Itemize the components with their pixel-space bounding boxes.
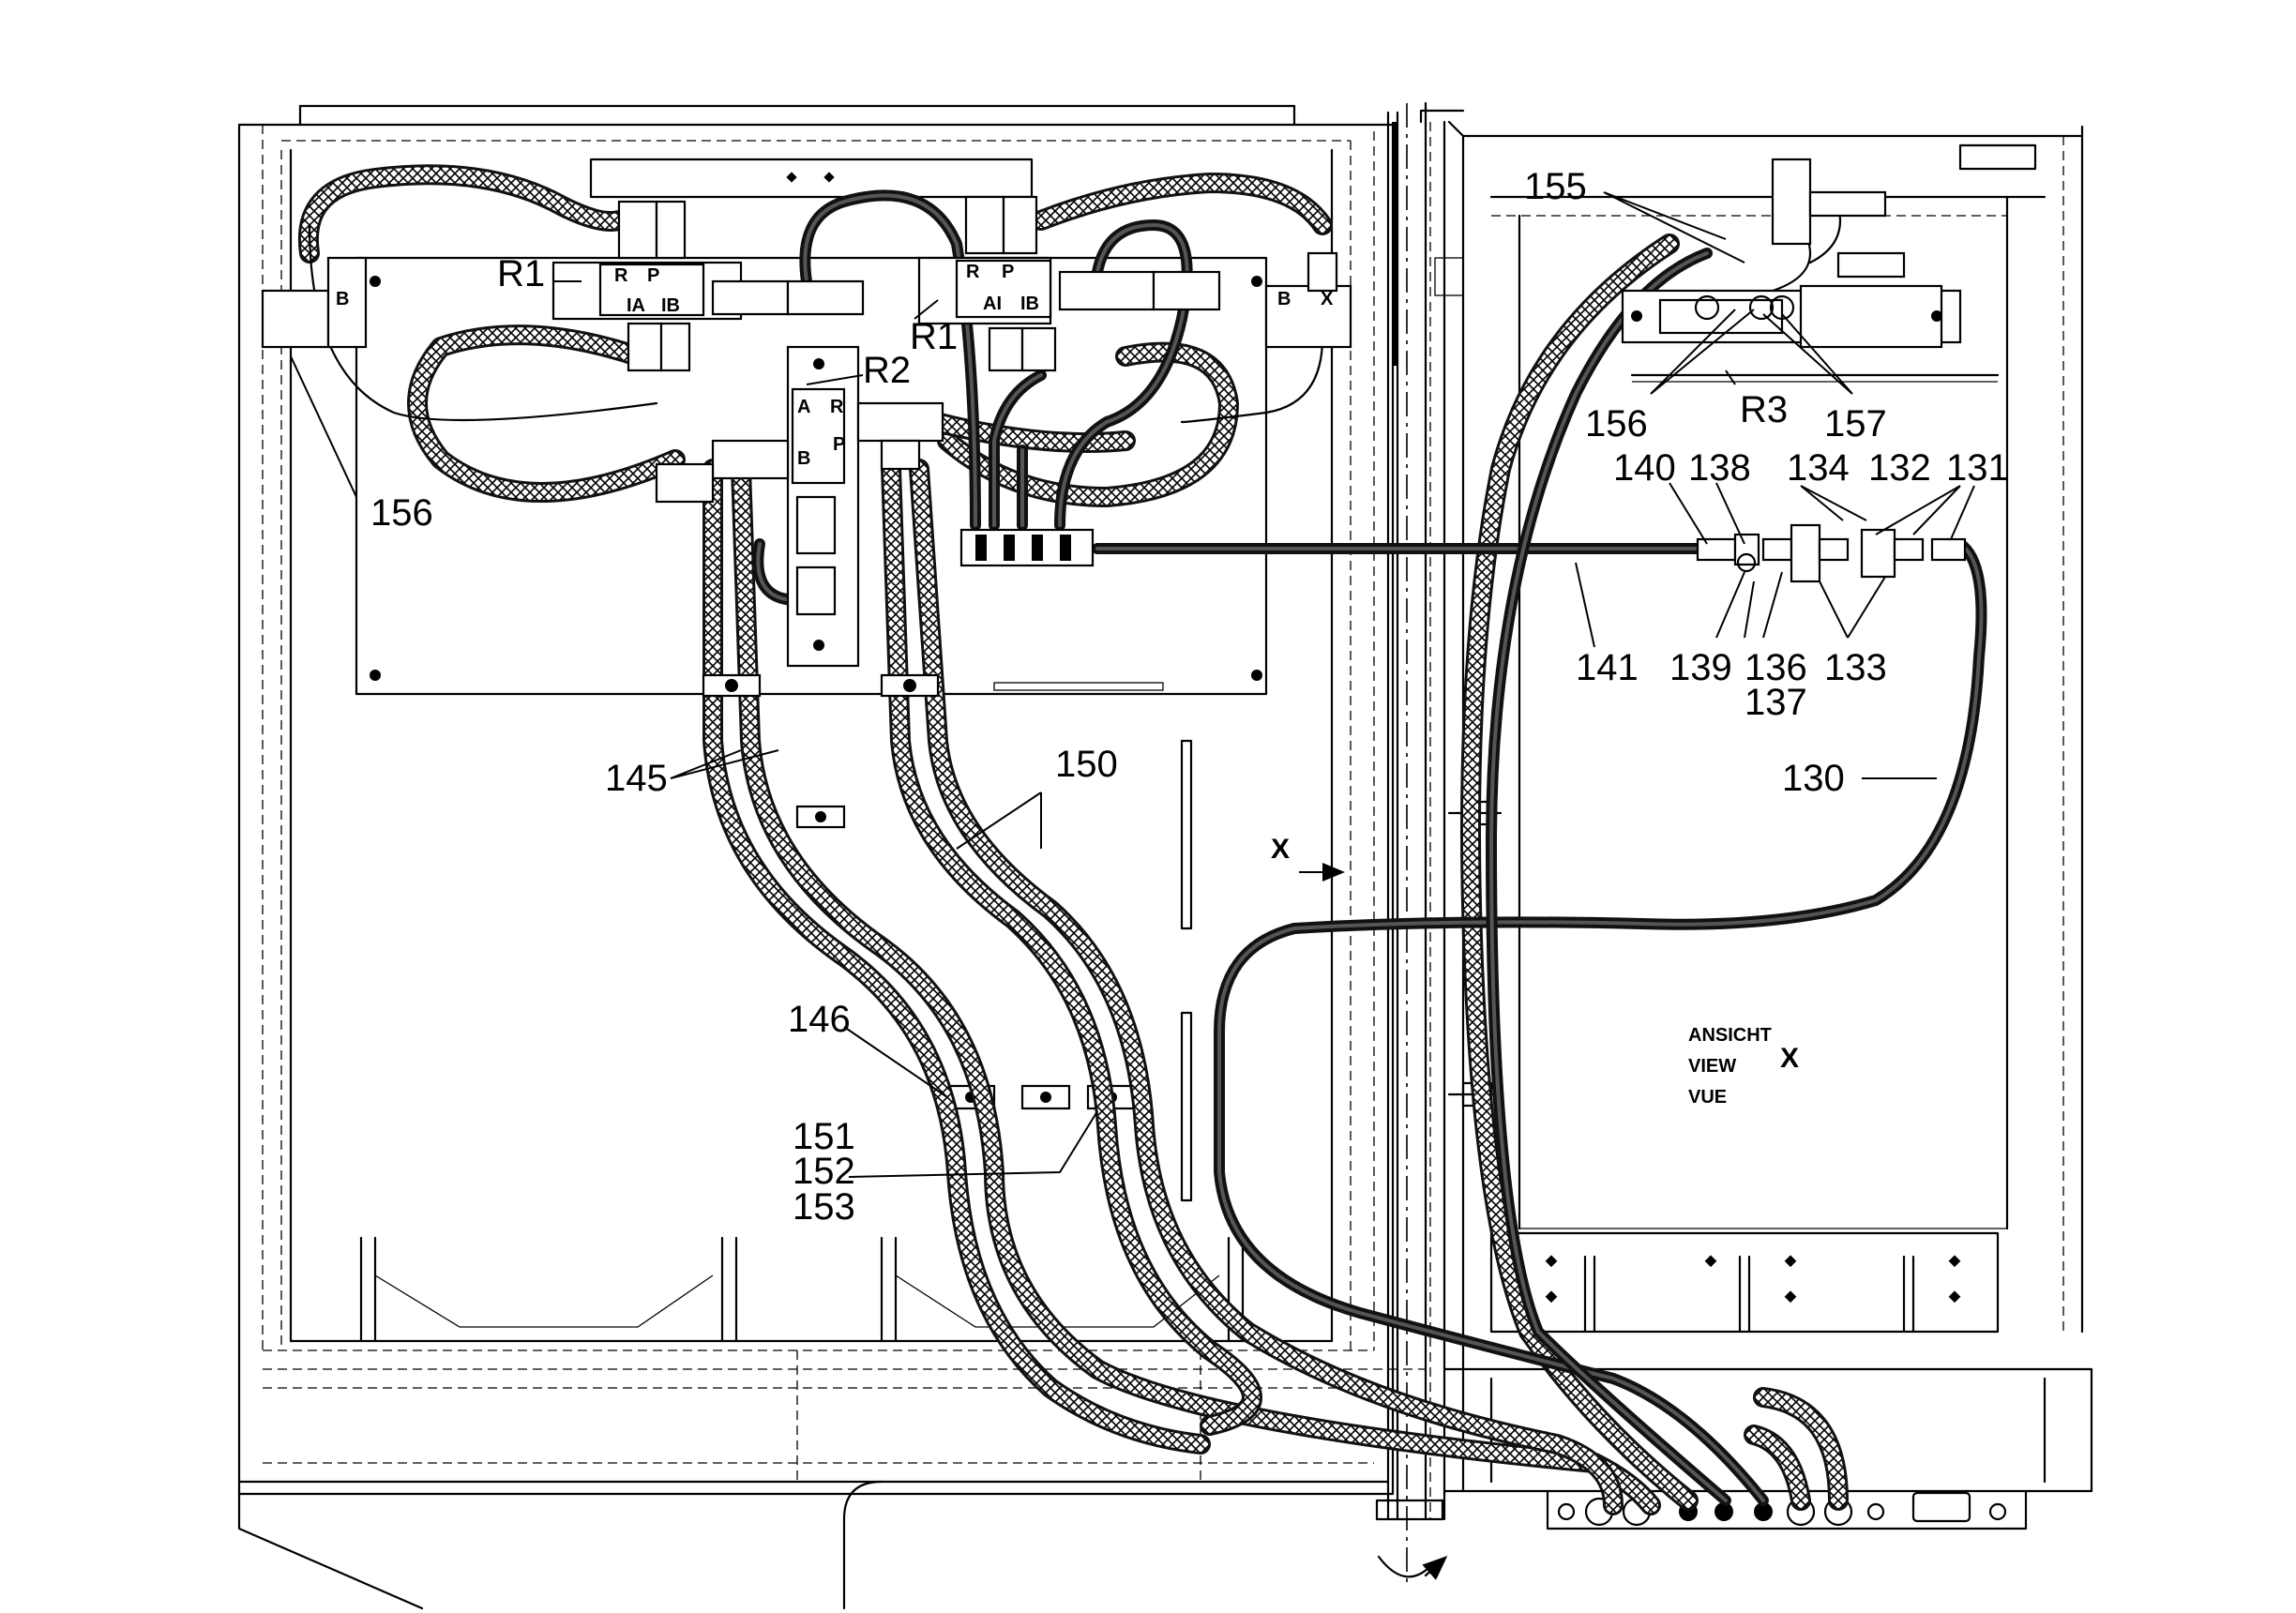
label-ansicht: ANSICHT	[1688, 1025, 1772, 1046]
port-r: R	[614, 265, 628, 286]
label-131: 131	[1946, 447, 2009, 489]
label-155: 155	[1524, 166, 1587, 207]
label-156-left: 156	[370, 492, 433, 534]
base-plate-bolts	[1545, 1255, 1961, 1304]
port-ib: IB	[661, 295, 680, 316]
port-b-left: B	[336, 289, 349, 309]
label-x-arrow: X	[1271, 834, 1290, 865]
label-134: 134	[1787, 447, 1850, 489]
label-133: 133	[1824, 647, 1887, 688]
label-138: 138	[1688, 447, 1751, 489]
hoses-top-dark	[752, 189, 1193, 606]
center-column	[1375, 101, 1503, 1585]
cabinet-frame-right	[1443, 120, 2093, 1530]
label-vue: VUE	[1688, 1087, 1727, 1108]
hose-130	[1214, 538, 1987, 1506]
leader-lines	[290, 191, 1975, 1178]
label-146: 146	[788, 999, 851, 1040]
valve-block-r2: A R P B	[655, 345, 944, 668]
label-view-x: X	[1780, 1043, 1799, 1074]
label-r3: R3	[1740, 389, 1788, 430]
label-145: 145	[605, 758, 668, 799]
valve-block-r1-left: R P IA IB	[551, 200, 865, 372]
label-136: 136	[1745, 647, 1807, 688]
label-139: 139	[1669, 647, 1732, 688]
label-140: 140	[1613, 447, 1676, 489]
thin-lines-top	[308, 204, 1842, 424]
label-view: VIEW	[1688, 1056, 1736, 1077]
fittings-row-right	[1696, 523, 1967, 583]
port-p: P	[833, 434, 845, 455]
valve-block-right-end: B X	[1264, 251, 1352, 349]
hose-vertical-right	[1486, 248, 1731, 1506]
hoses-150	[881, 459, 1624, 1515]
label-157: 157	[1824, 403, 1887, 445]
label-156-right: 156	[1585, 403, 1648, 445]
port-b: B	[797, 448, 810, 469]
label-141: 141	[1576, 647, 1639, 688]
label-150: 150	[1055, 744, 1118, 785]
port-a: A	[797, 397, 810, 417]
port-x-right: X	[1321, 289, 1334, 309]
valve-block-left-end: B	[261, 256, 368, 349]
manifold-141	[959, 528, 1095, 567]
valve-block-r1-right: R P AI IB	[917, 195, 1221, 372]
port-ib: IB	[1020, 294, 1039, 314]
valve-block-r3	[1621, 158, 1962, 349]
label-151: 151	[793, 1116, 855, 1157]
label-153: 153	[793, 1186, 855, 1228]
label-132: 132	[1868, 447, 1931, 489]
label-r2: R2	[863, 350, 911, 391]
port-r: R	[830, 397, 844, 417]
callouts: 156 R1 R1 R2 155 156 R3 157 140 138 134 …	[370, 166, 2009, 1228]
port-ia: IA	[627, 295, 645, 316]
port-r: R	[966, 262, 980, 282]
label-152: 152	[793, 1151, 855, 1192]
label-r1-right: R1	[910, 316, 958, 357]
hose-clamps	[702, 673, 940, 698]
label-r1-left: R1	[497, 253, 545, 294]
port-ai: AI	[983, 294, 1002, 314]
port-b-right: B	[1277, 289, 1291, 309]
label-137: 137	[1745, 682, 1807, 723]
bulkhead-connectors	[1557, 1491, 2007, 1527]
port-p: P	[1002, 262, 1014, 282]
label-130: 130	[1782, 758, 1845, 799]
hoses-145	[702, 459, 1661, 1515]
port-p: P	[647, 265, 659, 286]
bottom-brackets	[359, 1236, 1245, 1343]
